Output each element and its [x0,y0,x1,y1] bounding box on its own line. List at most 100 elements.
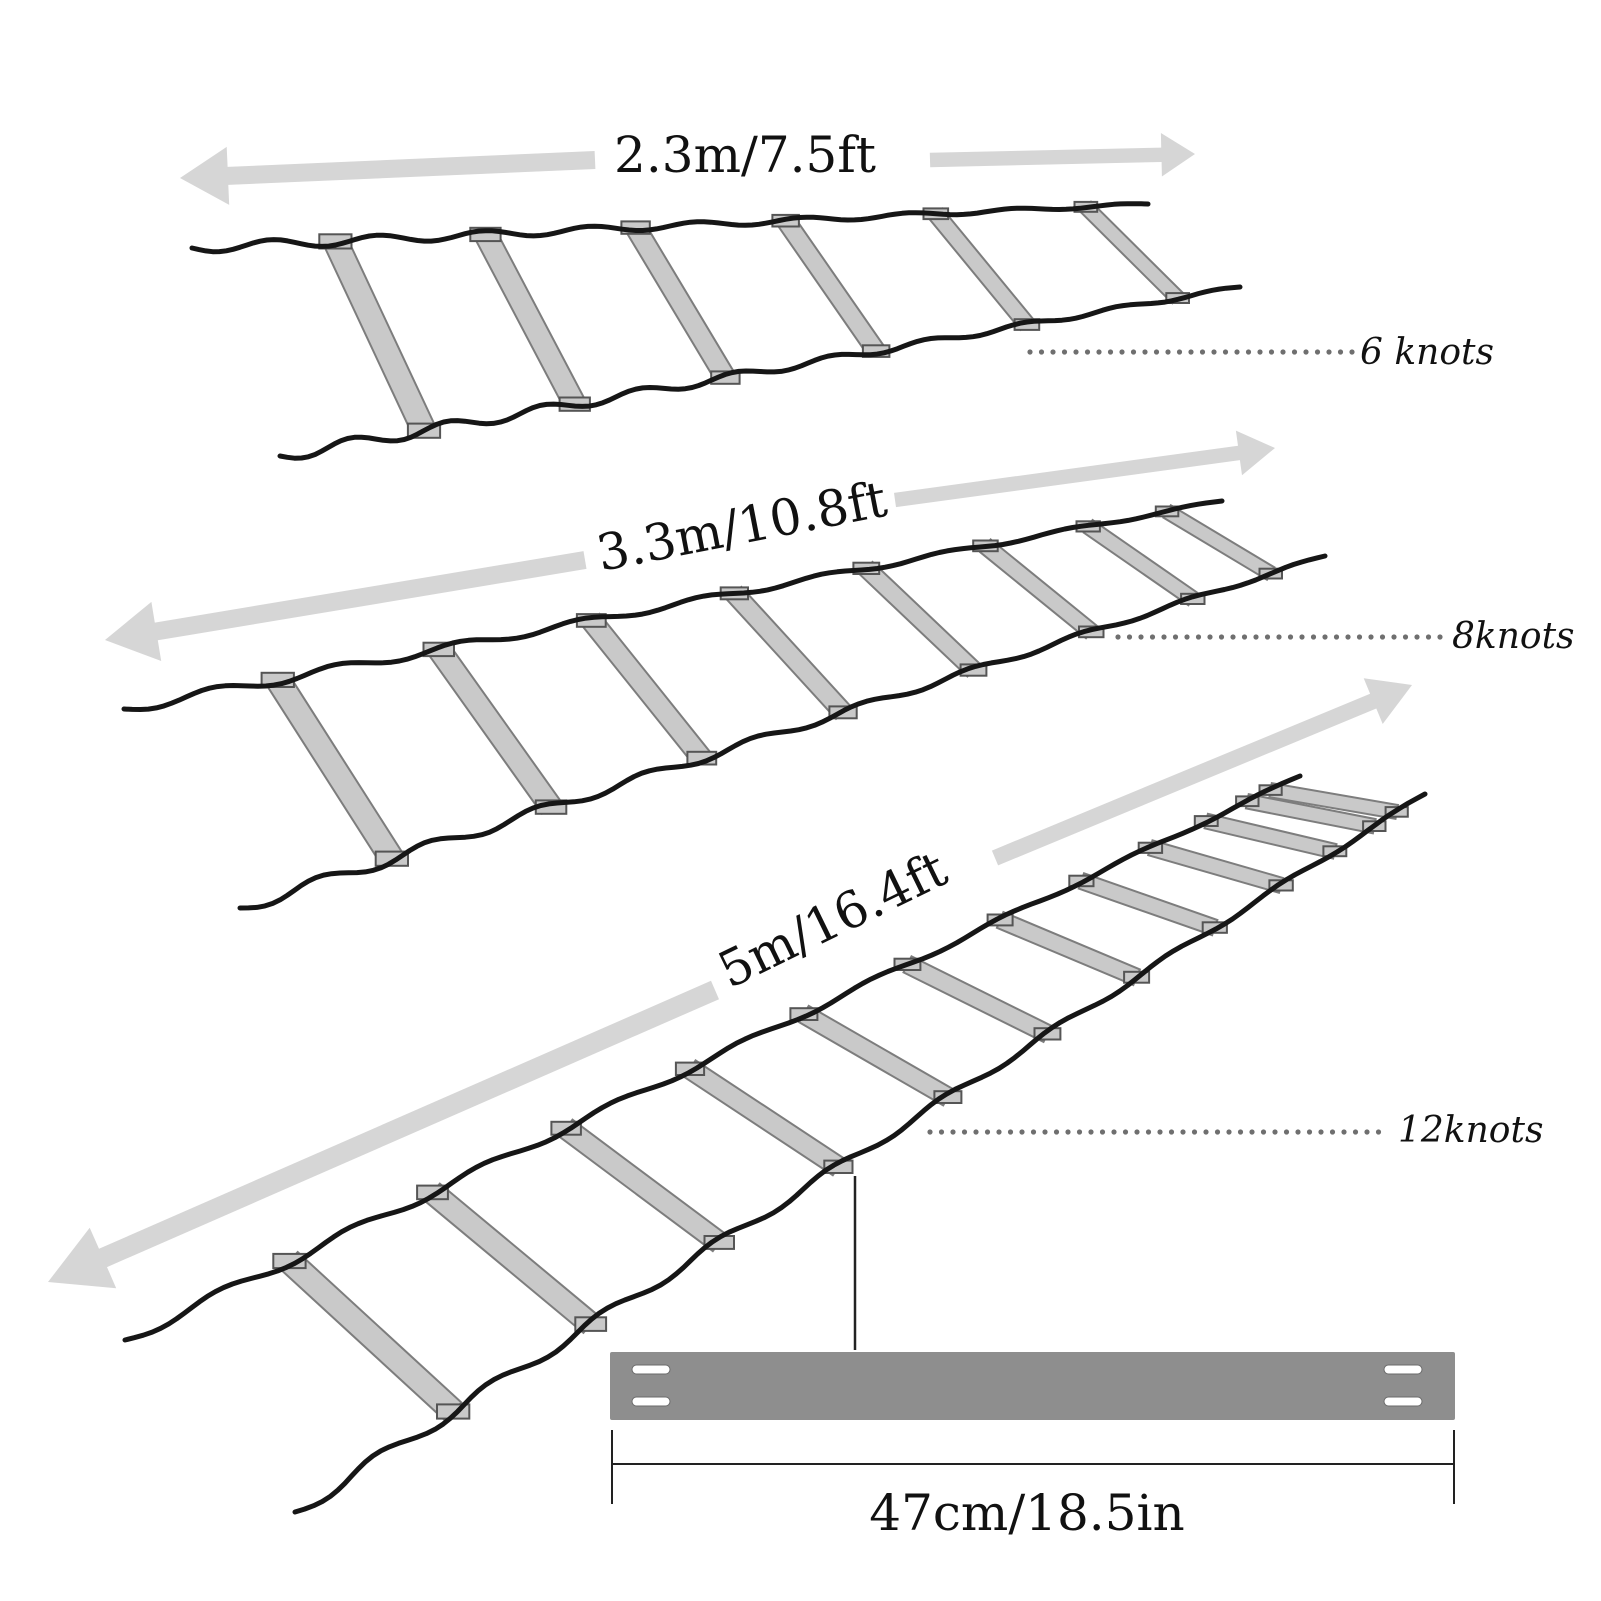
ladder-2-rungs [260,503,1283,867]
ladder-3-rung [279,1250,463,1422]
leader-dot [950,1129,956,1135]
leader-dot [1214,1129,1221,1135]
rung-detail: 47cm/18.5in [610,1176,1455,1542]
leader-dot [1061,349,1068,355]
leader-dot [1345,634,1351,640]
ladder-2-dots [1115,634,1443,640]
ladder-1-rung [323,234,437,438]
leader-dot [1249,1129,1255,1135]
leader-dot [1318,1129,1324,1135]
leader-dot [1084,349,1091,355]
leader-dot [1038,349,1045,355]
ladder-2-strap-bottom [237,553,1328,911]
leader-dot [1402,634,1409,640]
ladder-2-rung [1082,518,1199,607]
ladder-2-rung [978,537,1098,640]
leader-dot [1195,634,1202,640]
leader-dot [1073,349,1079,355]
leader-dot [1027,349,1033,355]
leader-dot [996,1129,1002,1135]
leader-dot [1165,349,1171,355]
leader-dot [1391,634,1397,640]
ladder-2-length-label: 3.3m/10.8ft [592,470,891,583]
leader-dot [1088,1129,1094,1135]
leader-dot [938,1129,945,1135]
ladder-3-rung-clip [789,1007,819,1022]
leader-dot [1188,349,1194,355]
detail-slot [1383,1396,1423,1407]
rung-width-label: 47cm/18.5in [869,1484,1184,1542]
ladder-3-strap-top [122,773,1303,1343]
ladder-1-strap-top [189,201,1151,255]
leader-dot [1356,634,1363,640]
leader-dot [1329,1129,1336,1135]
ladder-1-rung [625,220,736,385]
leader-dot [1322,634,1328,640]
leader-dot [1053,1129,1060,1135]
leader-dot [1276,634,1282,640]
leader-dot [1050,349,1056,355]
leader-dot [1264,634,1271,640]
leader-dot [1375,1129,1382,1135]
ladder-1-dots [1027,349,1355,355]
ladder-3-rungs-label: 12knots [1398,1110,1543,1151]
ladder-2: 3.3m/10.8ft 8knots [105,430,1575,911]
ladder-2-strap-top [121,498,1225,712]
leader-dot [1161,634,1167,640]
leader-dot [1184,634,1190,640]
leader-dot [1237,1129,1244,1135]
ladder-2-rung [266,671,404,867]
leader-dot [961,1129,968,1135]
leader-dot [1119,349,1125,355]
leader-dot [1168,1129,1175,1135]
leader-dot [1042,1129,1048,1135]
leader-dot [1130,349,1137,355]
leader-dot [1333,634,1340,640]
leader-dot [1245,349,1252,355]
leader-dot [1230,634,1236,640]
leader-dot [1172,634,1179,640]
leader-dot [1352,1129,1359,1135]
leader-dot [1207,634,1213,640]
leader-dot [1226,1129,1232,1135]
leader-dot [1437,634,1443,640]
leader-dot [1337,349,1344,355]
leader-dot [1115,634,1121,640]
leader-dot [1414,634,1420,640]
ladder-1: 2.3m/7.5ft 6 knots [180,126,1494,461]
leader-dot [1191,1129,1198,1135]
leader-dot [1287,634,1294,640]
leader-dot [1134,1129,1140,1135]
leader-dot [1272,1129,1278,1135]
ladder-3-rung [1146,839,1285,895]
length-arrow-left-2 [105,551,587,661]
leader-dot [1107,349,1114,355]
leader-dot [1283,1129,1290,1135]
ladder-1-rung [927,207,1035,332]
ladder-3-rung [797,1004,955,1107]
leader-dot [1303,349,1309,355]
leader-dot [1149,634,1156,640]
ladder-3-dots [927,1129,1382,1135]
ladder-3-rung [423,1182,600,1335]
length-arrow-right-1 [929,133,1195,177]
leader-dot [1199,349,1206,355]
leader-dot [1099,1129,1106,1135]
leader-dot [1326,349,1332,355]
leader-dot [1138,634,1144,640]
ladder-1-rung [1079,200,1185,305]
ladder-3-strap-bottom [292,791,1428,1515]
leader-dot [1218,634,1225,640]
ladder-2-rung [1162,503,1276,582]
ladder-2-rung [581,612,712,767]
leader-dot [984,1129,991,1135]
leader-dot [1314,349,1321,355]
leader-dot [1310,634,1317,640]
leader-dot [973,1129,979,1135]
leader-dot [1176,349,1183,355]
ladder-2-rung [428,641,562,815]
leader-dot [1007,1129,1014,1135]
leader-dot [1153,349,1160,355]
leader-dot [1111,1129,1117,1135]
length-arrow-left-1 [180,146,596,205]
